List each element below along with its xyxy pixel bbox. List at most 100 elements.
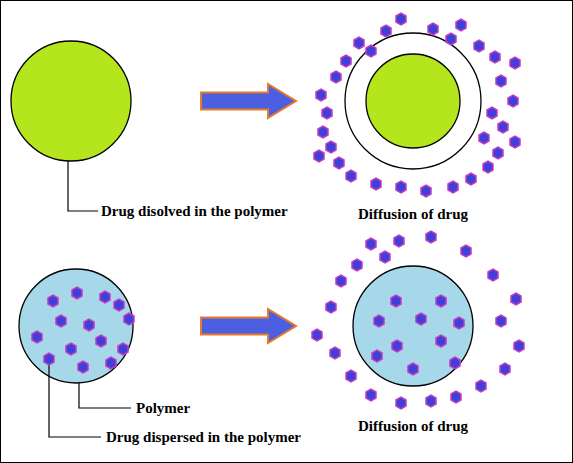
drug-particle [96,335,106,347]
drug-particle [490,51,500,63]
drug-particle [334,157,344,169]
circle-node: Diffusion of drug [296,246,541,456]
drug-particles-top [314,13,520,197]
drug-particle [322,107,332,119]
leader-lines [49,161,131,437]
drug-particle [314,150,324,162]
drug-particle [118,343,128,355]
drug-particle [114,299,124,311]
drug-particle [408,363,418,375]
drug-particle [451,391,461,403]
drug-particle [488,269,498,281]
drug-particle [487,107,497,119]
drug-particle [394,235,404,247]
drug-particle [352,259,362,271]
circle-shape [366,54,460,148]
circle-node: Diffusion of drug [296,21,541,241]
drug-particle [106,357,116,369]
drug-particle [374,315,384,327]
drug-particle [392,340,402,352]
block-arrow [201,84,296,118]
drug-particle [341,55,351,67]
drug-particle [326,141,336,153]
circle-shape [11,41,131,161]
drug-particle [56,315,66,327]
drug-particle [510,57,520,69]
drug-particles-bottom-left [32,287,134,373]
drug-particle [326,301,336,313]
circle-outline [6,246,201,456]
drug-particle [511,293,521,305]
drug-particle [44,353,54,365]
drug-particle [493,147,503,159]
drug-particle [371,178,381,190]
drug-particle [48,295,58,307]
drug-particle [100,291,110,303]
leader-line [49,359,101,437]
drug-particle [421,185,431,197]
drug-particles-bottom-right [312,231,524,409]
drug-particle [416,313,426,325]
drug-particle [346,170,356,182]
drug-particle [331,71,341,83]
drug-particle [474,40,484,52]
node-label: Diffusion of drug [358,417,468,435]
drug-particle [316,89,326,101]
drug-particle [426,395,436,407]
node-label: Drug disolved in the polymer [101,202,288,220]
drug-particle [456,19,466,31]
drug-particle [479,132,489,144]
drug-particle [483,161,493,173]
circle-shape [345,33,481,169]
drug-particle [436,335,446,347]
node-label: Diffusion of drug [358,205,468,223]
drug-particle [426,231,436,243]
drug-particle [346,370,356,382]
drug-particle [312,329,322,341]
drug-particle [510,136,520,148]
drug-particle [514,340,524,352]
leader-line [68,161,98,211]
drug-particle [496,75,506,87]
node-label: Drug dispersed in the polymer [106,428,301,446]
drug-particle [72,287,82,299]
drug-particle [66,343,76,355]
leader-line [79,383,131,408]
drug-particle [354,37,364,49]
drug-particle [508,95,518,107]
drug-particle [466,173,476,185]
drug-particle [366,238,376,250]
circle-shape [19,269,133,383]
drug-particle [32,331,42,343]
drug-particle [78,361,88,373]
drug-particle [366,45,376,57]
drug-particle [454,317,464,329]
drug-particle [124,313,134,325]
drug-particle [446,33,456,45]
circle-node: PolymerDrug dispersed in the polymer [6,246,201,456]
drug-particle [396,397,406,409]
drug-particle [498,121,508,133]
drug-particle [336,275,346,287]
drug-particle [381,25,391,37]
drug-particle [428,23,438,35]
drug-particle [380,251,390,263]
drug-particle [476,380,486,392]
drug-particle [496,315,506,327]
drug-particle [372,350,382,362]
drug-particle [330,347,340,359]
drug-particle [500,363,510,375]
node-label: Polymer [136,399,190,417]
drug-particle [436,295,446,307]
block-arrow [201,309,296,343]
circle-node: Drug disolved in the polymer [6,21,201,241]
circle-shape [353,266,473,386]
drug-particle [450,357,460,369]
drug-particle [84,319,94,331]
drug-particle [366,389,376,401]
drug-particle [396,13,406,25]
drug-particle [318,126,328,138]
drug-particle [391,295,401,307]
